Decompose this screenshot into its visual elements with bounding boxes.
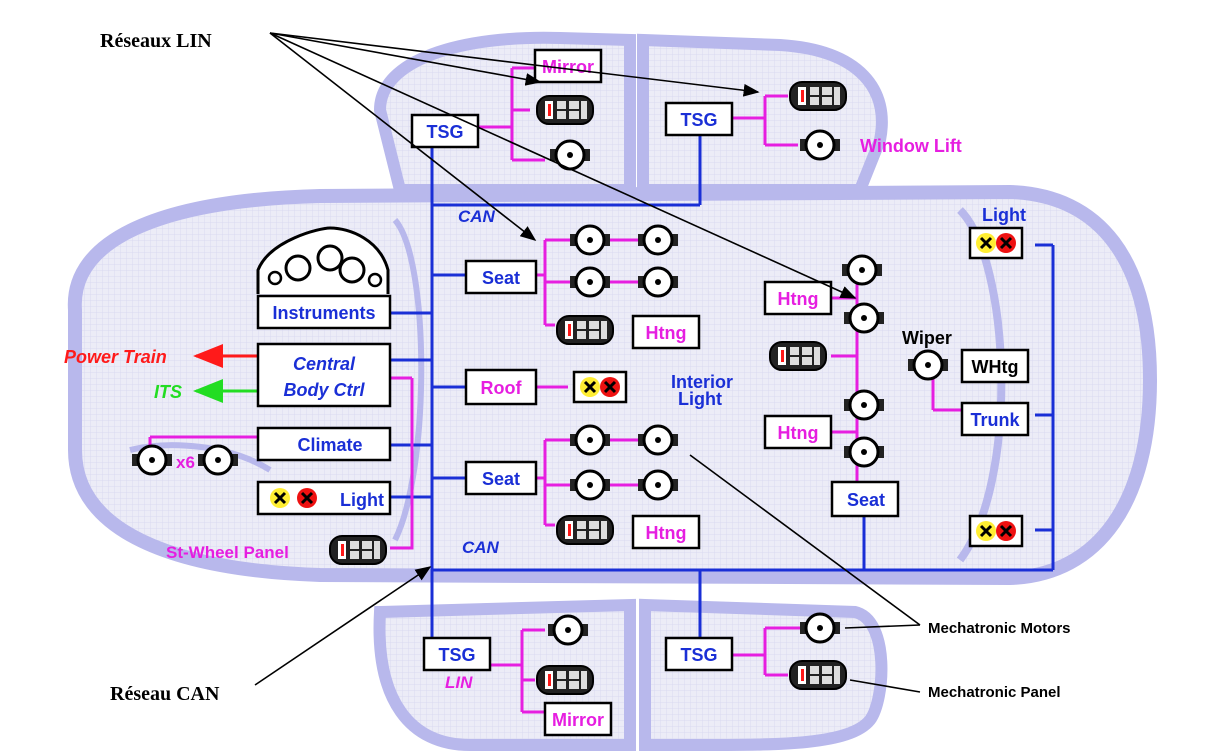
mechatronic-panel-icon [556, 515, 614, 545]
mirror-bottom-block [543, 701, 613, 737]
rear-light-icon [968, 226, 1024, 260]
mirror-bottom-label: Mirror [552, 710, 604, 730]
trunk-label: Trunk [970, 410, 1020, 430]
interior-light-label-1: Interior [671, 372, 733, 392]
interior-light-label-2: Light [678, 389, 722, 409]
light-left-label: Light [340, 490, 384, 510]
st-wheel-panel-icon [329, 535, 387, 565]
htng-right-top-block [763, 280, 833, 316]
tsg-front-right-block [664, 101, 734, 137]
roof-label: Roof [481, 378, 523, 398]
mechatronic-panel-annotation: Mechatronic Panel [928, 684, 1061, 701]
htng-right-bottom-label: Htng [778, 423, 819, 443]
rear-light-icon [968, 514, 1024, 548]
tsg-rear-right-block [664, 636, 734, 672]
mechatronic-motors-annotation: Mechatronic Motors [928, 620, 1071, 637]
climate-block [256, 426, 392, 462]
htng-front-label: Htng [646, 323, 687, 343]
mechatronic-panel-icon [789, 660, 847, 690]
can-network-annotation: Réseau CAN [110, 683, 220, 705]
lin-networks-annotation: Réseaux LIN [100, 30, 212, 52]
its-label: ITS [154, 382, 182, 402]
tsg-rear-left-label: TSG [438, 645, 475, 665]
central-body-ctrl-label-1: Central [293, 354, 356, 374]
climate-label: Climate [297, 435, 362, 455]
lin-label-bottom: LIN [445, 673, 473, 692]
instruments-label: Instruments [272, 303, 375, 323]
mechatronic-panel-icon [789, 81, 847, 111]
interior-light-lamps-icon [572, 370, 628, 404]
mirror-top-label: Mirror [542, 57, 594, 77]
whtg-block [960, 348, 1030, 384]
seat-right-block [830, 480, 900, 518]
roof-block [464, 368, 538, 406]
seat-right-label: Seat [847, 490, 885, 510]
central-body-ctrl-label-2: Body Ctrl [284, 380, 366, 400]
htng-middle-label: Htng [646, 523, 687, 543]
instrument-cluster-icon [256, 226, 390, 294]
htng-front-block [631, 314, 701, 350]
htng-right-top-label: Htng [778, 289, 819, 309]
seat-front-block [464, 259, 538, 295]
annotation-arrows [254, 32, 921, 693]
central-body-ctrl-block [256, 342, 392, 408]
st-wheel-panel-label: St-Wheel Panel [166, 543, 289, 562]
seat-middle-block [464, 460, 538, 496]
can-label-bottom: CAN [462, 538, 500, 557]
x6-label: x6 [176, 453, 195, 472]
mechatronic-panel-icon [536, 665, 594, 695]
htng-middle-block [631, 514, 701, 550]
mechatronic-panel-icon [536, 95, 594, 125]
tsg-front-left-label: TSG [426, 122, 463, 142]
power-train-label: Power Train [64, 347, 167, 367]
light-right-label: Light [982, 205, 1026, 225]
tsg-front-right-label: TSG [680, 110, 717, 130]
whtg-label: WHtg [972, 357, 1019, 377]
window-lift-label: Window Lift [860, 136, 962, 156]
wiper-label: Wiper [902, 328, 952, 348]
htng-right-bottom-block [763, 414, 833, 450]
can-label-top: CAN [458, 207, 496, 226]
mechatronic-panel-icon [769, 341, 827, 371]
tsg-rear-left-block [422, 636, 492, 672]
seat-middle-label: Seat [482, 469, 520, 489]
mechatronic-panel-icon [556, 315, 614, 345]
trunk-block [960, 401, 1030, 437]
tsg-rear-right-label: TSG [680, 645, 717, 665]
instruments-block [256, 294, 392, 330]
seat-front-label: Seat [482, 268, 520, 288]
tsg-front-left-block [410, 113, 480, 149]
